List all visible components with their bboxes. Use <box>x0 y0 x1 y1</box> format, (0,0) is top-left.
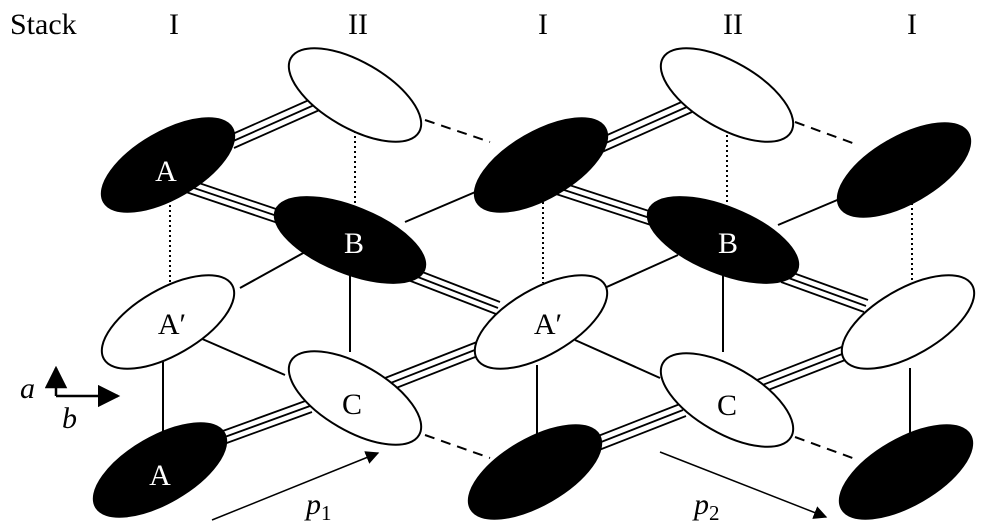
triple-bond-top3-b2 <box>555 181 656 226</box>
dashed-bond-top-1 <box>424 119 491 143</box>
triple-bonds <box>185 95 869 451</box>
molecule-aprime-2 <box>473 274 609 370</box>
p1-arrow <box>211 451 380 521</box>
triple-bond-c-aprime2 <box>384 339 489 391</box>
molecule-bottom-filled-5 <box>838 424 974 520</box>
label-aprime-first: A′ <box>158 308 186 341</box>
triple-bond-a-c <box>219 399 313 445</box>
molecule-c-2 <box>659 352 795 448</box>
molecule-bottom-filled-3 <box>467 424 603 520</box>
p2-label: p2 <box>692 488 720 522</box>
molecule-a-bottom <box>92 422 228 518</box>
molecule-top-filled-5 <box>836 122 972 218</box>
label-b-first: B <box>344 227 364 260</box>
molecule-top-open-1 <box>287 47 423 143</box>
dotted-stack-lines <box>169 116 913 283</box>
diag-b2-top5 <box>777 197 843 226</box>
p1-label: p1 <box>304 488 332 522</box>
molecule-aprime-5 <box>840 274 976 370</box>
label-a-bottom: A <box>149 459 171 492</box>
axes-indicator: a b <box>20 365 121 435</box>
dashed-bond-bottom-2 <box>794 436 859 461</box>
dashed-bond-top-2 <box>794 121 859 146</box>
p2-arrow <box>659 451 828 519</box>
diag-b-top3 <box>404 189 481 223</box>
molecule-labels: A B A′ C A B A′ C <box>149 155 738 492</box>
triple-bond-b-aprime <box>407 267 501 315</box>
lattice-lines <box>162 189 911 442</box>
stack-header-1: I <box>169 8 179 41</box>
stack-label: Stack <box>10 8 77 41</box>
axis-a-label: a <box>20 372 35 405</box>
molecule-c-1 <box>287 350 423 446</box>
label-c-second: C <box>717 389 737 422</box>
vectors: p1 p2 <box>211 451 828 522</box>
dashed-bonds <box>424 119 859 461</box>
triple-bond-top-3-4 <box>595 99 693 153</box>
diag-aprime-c <box>199 337 286 376</box>
molecule-b-2 <box>646 196 800 284</box>
stack-header-4: II <box>723 8 743 41</box>
label-aprime-second: A′ <box>534 308 562 341</box>
stack-header-2: II <box>348 8 368 41</box>
diag-aprime2-b2 <box>599 254 679 291</box>
triple-bond-a-b <box>185 179 286 225</box>
diag-aprime2-c2 <box>574 339 661 379</box>
triple-bond-a-top <box>227 95 325 149</box>
molecule-aprime-1 <box>100 274 236 370</box>
diag-aprime-b <box>239 251 306 289</box>
molecule-a-top <box>100 117 236 213</box>
triple-bond-b2-aprime5 <box>780 269 869 313</box>
stack-header: Stack I II I II I <box>10 8 917 41</box>
stack-header-3: I <box>538 8 548 41</box>
triple-bond-c2-aprime5 <box>756 342 859 393</box>
triple-bond-bottom3-c2 <box>592 403 687 451</box>
molecule-top-open-2 <box>659 47 795 143</box>
label-a-top: A <box>155 155 177 188</box>
molecules <box>92 47 976 520</box>
label-c-first: C <box>342 388 362 421</box>
molecule-top-filled-3 <box>473 117 609 213</box>
molecule-b-1 <box>273 196 427 284</box>
dashed-bond-bottom-1 <box>424 434 491 459</box>
stack-header-5: I <box>907 8 917 41</box>
label-b-second: B <box>718 227 738 260</box>
axis-b-label: b <box>62 402 77 435</box>
